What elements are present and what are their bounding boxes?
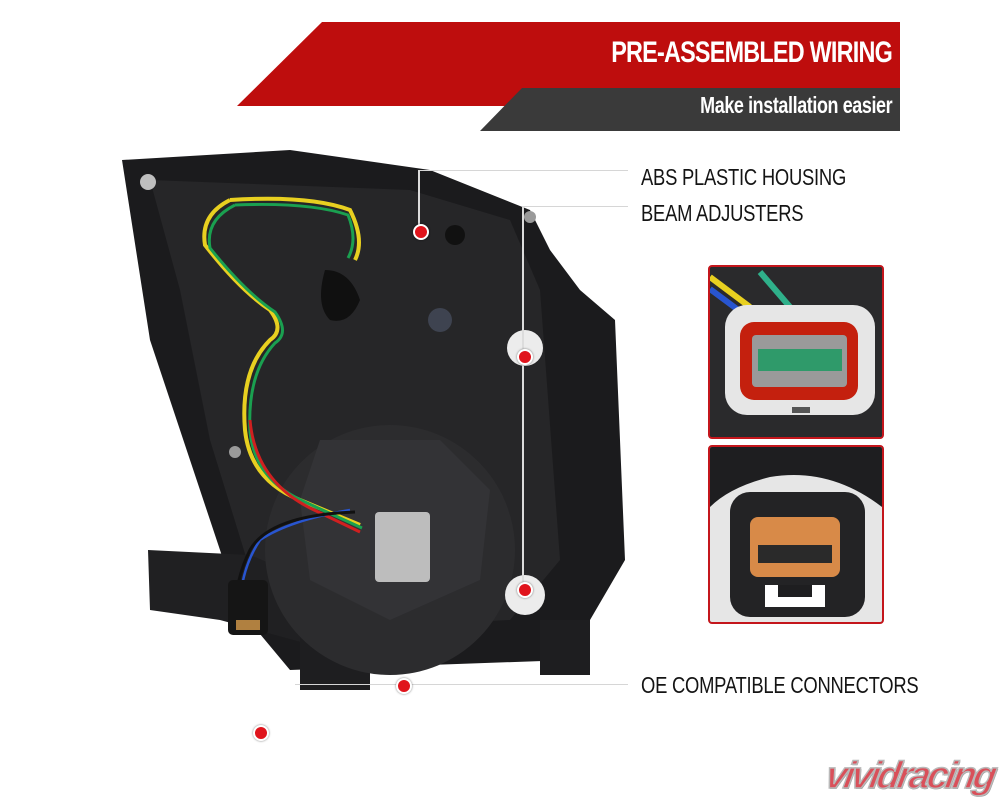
leader-line-connectors (295, 684, 628, 685)
callout-dot-adjuster-bottom (517, 582, 533, 598)
banner-dark-stripe (480, 88, 900, 131)
inset-connector-white (708, 265, 884, 439)
callout-dot-housing (413, 224, 429, 240)
leader-vline-adjusters (522, 206, 524, 596)
callout-oe-compatible-connectors: OE COMPATIBLE CONNECTORS (641, 672, 919, 698)
vividracing-watermark-logo: vividracing (822, 754, 999, 798)
black-connector-icon (710, 447, 882, 622)
leader-line-adjusters (524, 206, 628, 207)
leader-line-housing (420, 170, 628, 171)
inset-connector-black (708, 445, 884, 624)
callout-dot-plug (253, 725, 269, 741)
callout-abs-plastic-housing: ABS PLASTIC HOUSING (641, 164, 847, 190)
white-connector-icon (710, 267, 882, 437)
callout-beam-adjusters: BEAM ADJUSTERS (641, 200, 804, 226)
callout-dot-connector (396, 678, 412, 694)
leader-vline-housing (418, 170, 420, 230)
headlight-product-image (122, 150, 625, 690)
banner-subtitle: Make installation easier (699, 92, 892, 118)
banner-title: PRE-ASSEMBLED WIRING (611, 36, 893, 69)
callout-dot-adjuster-top (517, 349, 533, 365)
